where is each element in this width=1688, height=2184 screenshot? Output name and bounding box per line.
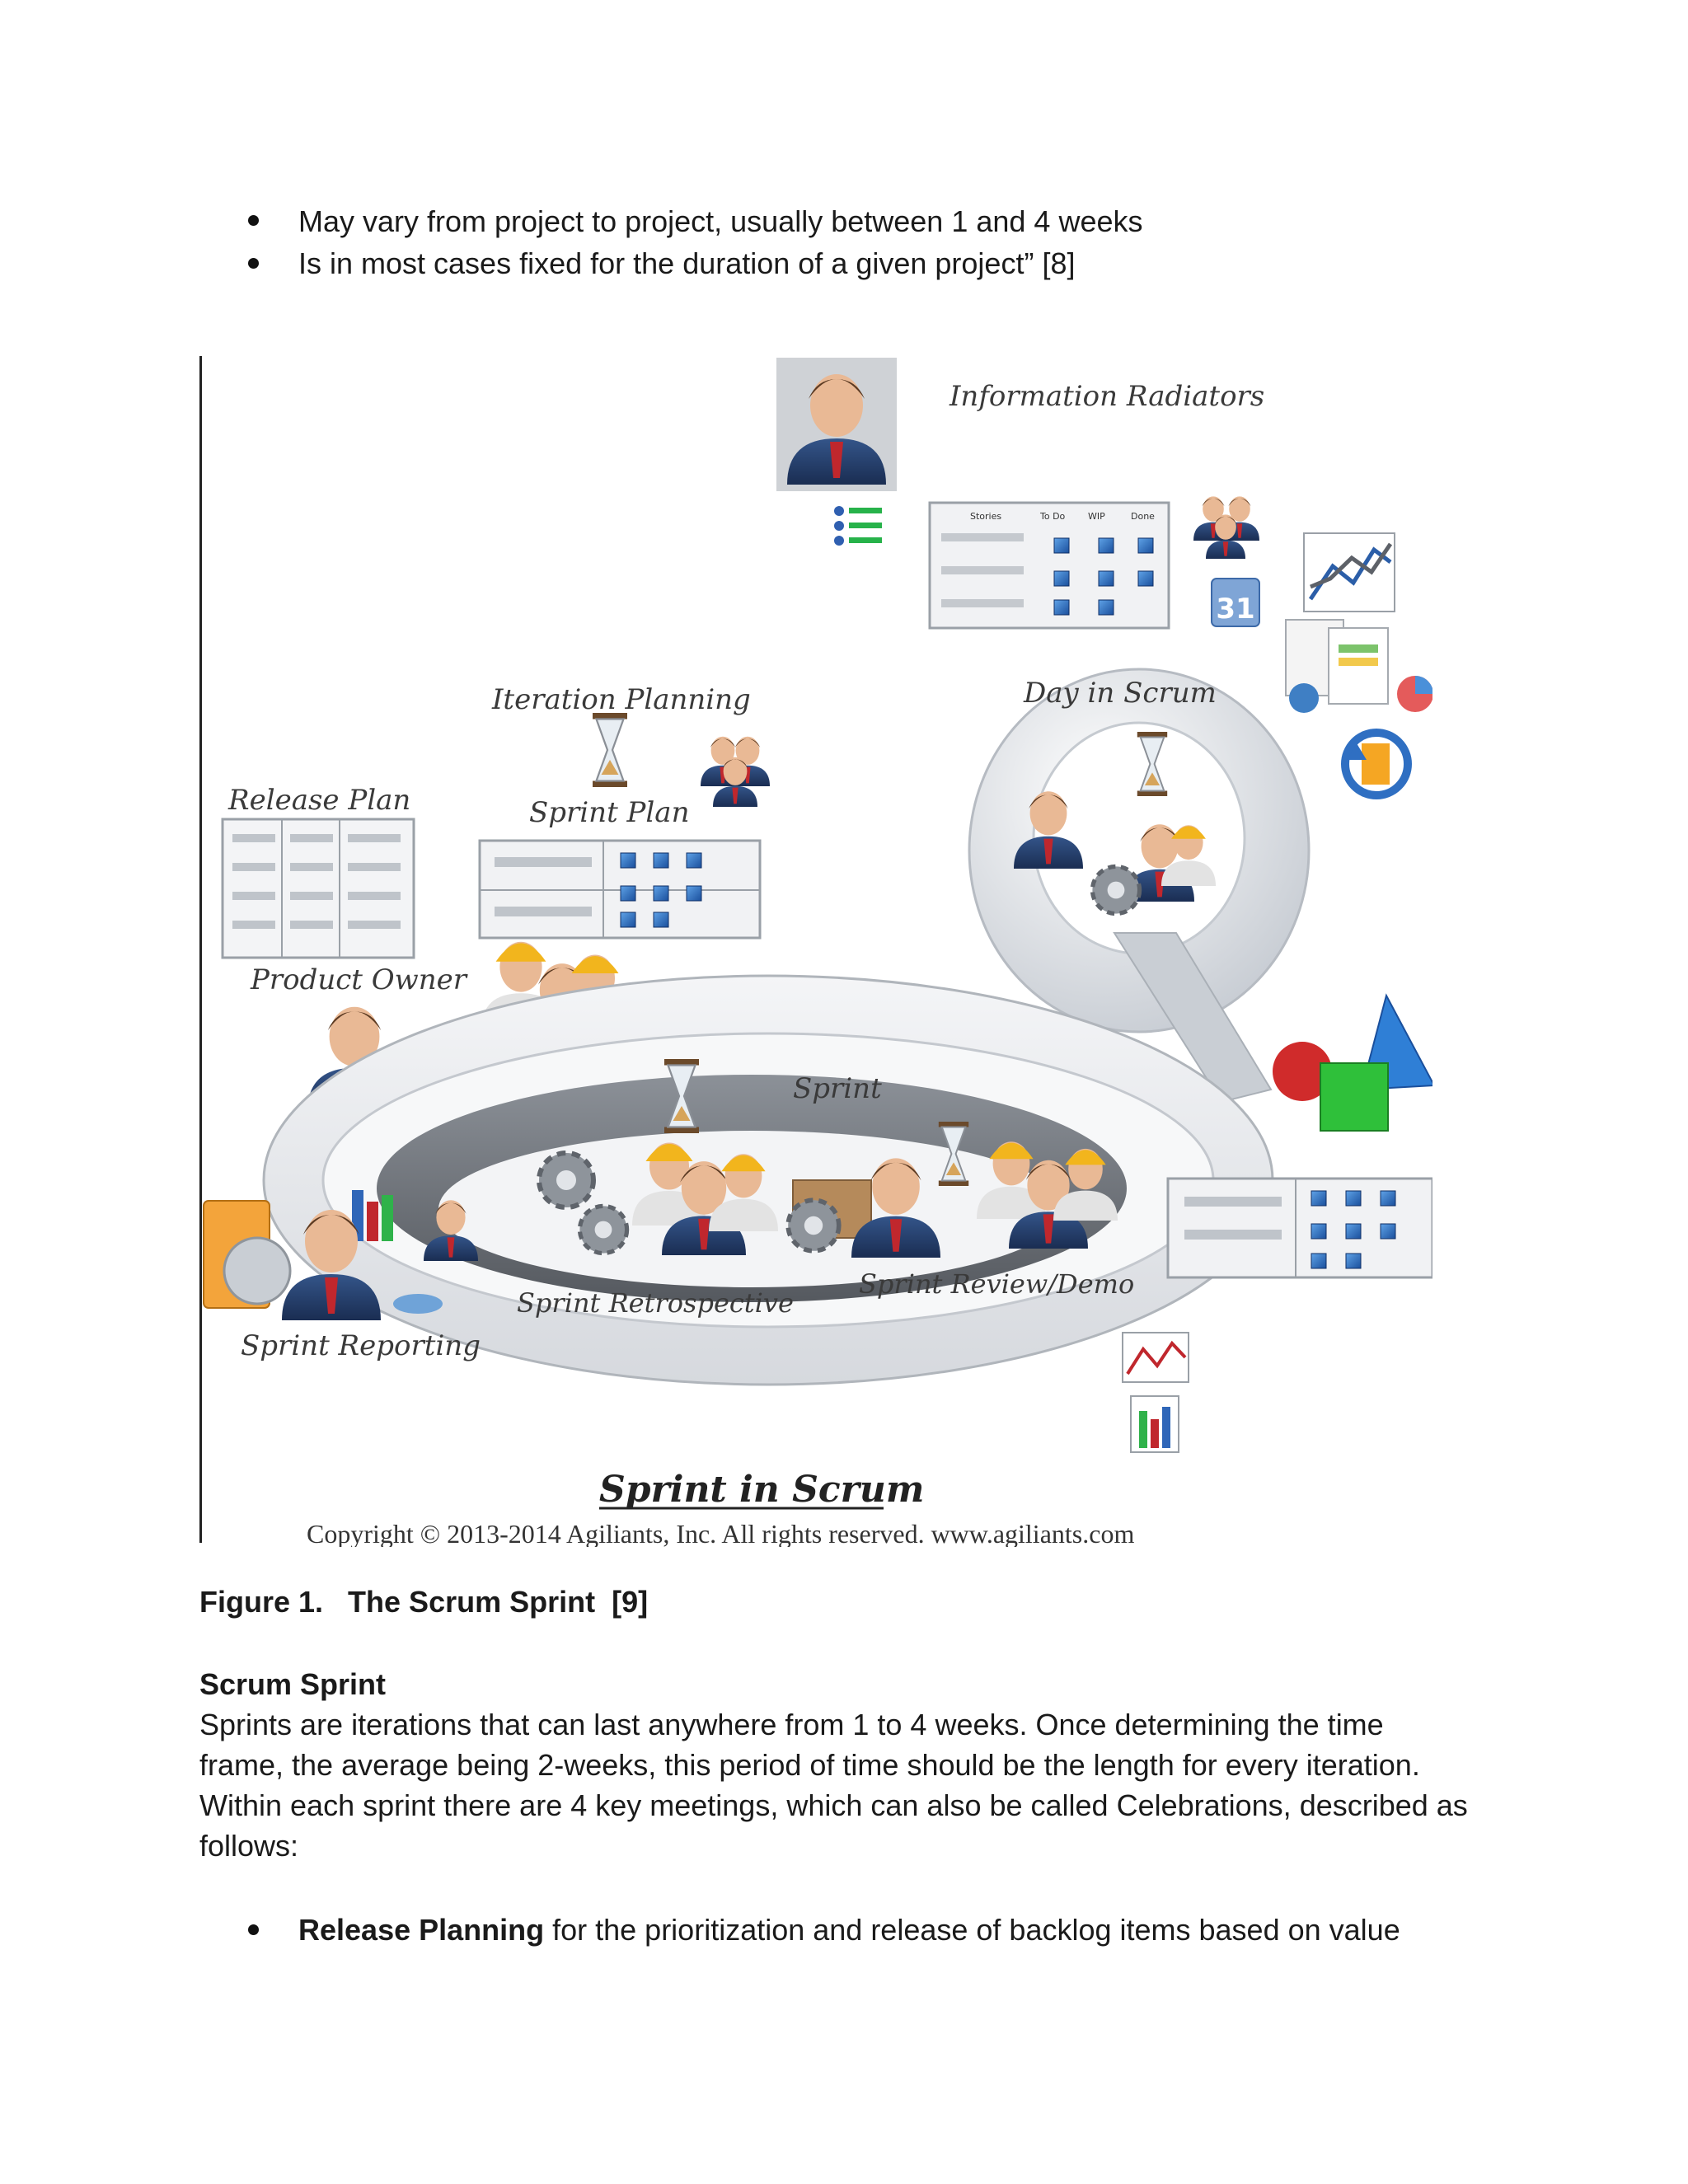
team-icon <box>701 737 770 807</box>
caption-ref: [9] <box>612 1585 648 1619</box>
bullet-dot <box>248 1924 259 1935</box>
caption-title: The Scrum Sprint <box>348 1585 595 1619</box>
paragraph-line: frame, the average being 2-weeks, this p… <box>199 1745 1535 1785</box>
section-paragraph: Sprints are iterations that can last any… <box>199 1704 1535 1866</box>
backlog-board <box>1168 1179 1432 1277</box>
svg-text:To Do: To Do <box>1039 511 1066 522</box>
label-sprint-reporting: Sprint Reporting <box>241 1329 481 1362</box>
bar-chart-icon <box>1123 1333 1189 1452</box>
svg-text:Done: Done <box>1131 511 1155 522</box>
bullet-bold-term: Release Planning <box>298 1913 544 1947</box>
task-board-icon: Stories To Do WIP Done <box>930 503 1169 628</box>
shapes-icon <box>1273 996 1432 1131</box>
paragraph-line: follows: <box>199 1825 1535 1866</box>
checklist-icon <box>834 506 882 546</box>
label-information-radiators: Information Radiators <box>949 380 1264 413</box>
reports-icon <box>1286 620 1432 713</box>
label-sprint-review-demo: Sprint Review/Demo <box>859 1268 1134 1300</box>
label-iteration-planning: Iteration Planning <box>491 683 751 716</box>
figure-title: Sprint in Scrum <box>599 1469 924 1511</box>
bullet-item: Release Planning for the prioritization … <box>298 1910 1400 1950</box>
sprint-plan-board <box>480 841 760 938</box>
calendar-icon: 31 <box>1212 579 1259 626</box>
svg-text:31: 31 <box>1216 593 1254 626</box>
release-plan-board <box>223 819 414 958</box>
bullet-dot <box>248 215 259 226</box>
sync-icon <box>1345 733 1408 795</box>
label-day-in-scrum: Day in Scrum <box>1023 677 1217 710</box>
label-sprint-plan: Sprint Plan <box>529 796 689 829</box>
team-icon <box>1193 496 1259 559</box>
sprint-in-scrum-figure: Information Radiators Stories To Do WIP … <box>199 356 1432 1547</box>
figure-caption: Figure 1. The Scrum Sprint [9] <box>199 1582 648 1622</box>
section-heading: Scrum Sprint <box>199 1665 386 1704</box>
label-sprint-retrospective: Sprint Retrospective <box>517 1287 794 1319</box>
label-sprint: Sprint <box>793 1072 882 1105</box>
caption-label: Figure 1. <box>199 1585 323 1619</box>
paragraph-line: Within each sprint there are 4 key meeti… <box>199 1785 1535 1825</box>
svg-text:WIP: WIP <box>1088 511 1105 522</box>
bullet-item: May vary from project to project, usuall… <box>298 202 1143 241</box>
bullet-item: Is in most cases fixed for the duration … <box>298 244 1075 284</box>
paragraph-line: Sprints are iterations that can last any… <box>199 1704 1535 1745</box>
bullet-dot <box>248 258 259 269</box>
line-chart-icon <box>1304 533 1395 612</box>
figure-copyright: Copyright © 2013-2014 Agiliants, Inc. Al… <box>307 1519 1134 1547</box>
bullet-text: for the prioritization and release of ba… <box>544 1913 1400 1947</box>
label-product-owner: Product Owner <box>250 963 468 996</box>
label-release-plan: Release Plan <box>227 784 410 817</box>
sprint-ring <box>264 976 1273 1385</box>
svg-text:Stories: Stories <box>970 511 1001 522</box>
